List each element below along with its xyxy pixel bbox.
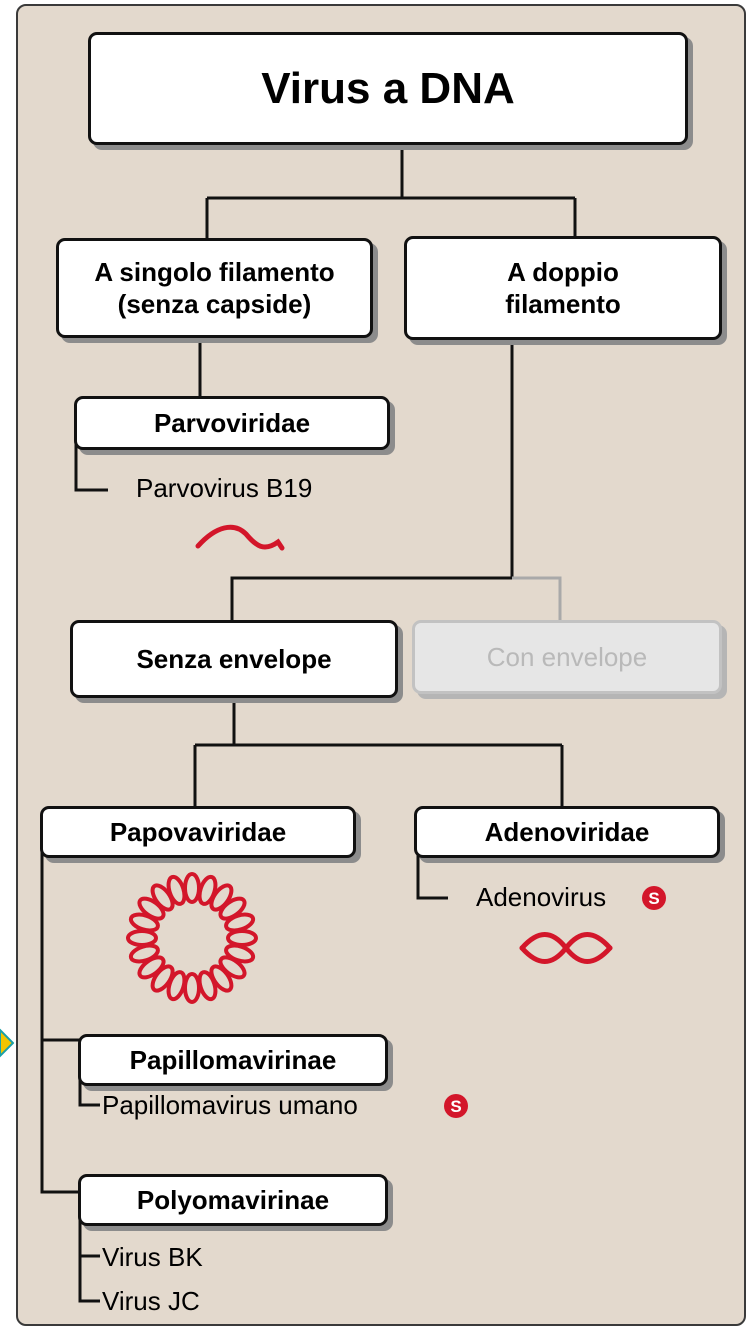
dna-coil-loop xyxy=(226,929,258,947)
dna-coil-loop xyxy=(197,874,218,906)
double-strand-line1: A doppio xyxy=(507,257,619,287)
dna-coil-loop xyxy=(224,912,256,933)
single-strand-dna-icon xyxy=(195,524,285,551)
circular-dna-icon xyxy=(126,872,258,1004)
papillomavirinae-box: Papillomavirinae xyxy=(78,1034,388,1086)
dna-coil-loop xyxy=(126,929,158,947)
dna-coil-loop xyxy=(128,912,160,933)
papillomavirinae-label: Papillomavirinae xyxy=(129,1044,337,1075)
adenovirus-label: Adenovirus xyxy=(476,882,607,912)
double-strand-box: A doppio filamento xyxy=(404,236,722,340)
parvoviridae-label: Parvoviridae xyxy=(153,407,311,438)
parvoviridae-box: Parvoviridae xyxy=(74,396,390,450)
dna-coil-loop xyxy=(183,972,201,1004)
papillomavirus-umano-label: Papillomavirus umano xyxy=(102,1090,358,1120)
dna-coil-loop xyxy=(183,872,201,904)
polyomavirinae-box: Polyomavirinae xyxy=(78,1174,388,1226)
adenovirus-s-badge: S xyxy=(642,886,666,910)
double-strand-dna-icon xyxy=(519,932,613,964)
virus-jc-label: Virus JC xyxy=(102,1286,200,1316)
con-envelope-label: Con envelope xyxy=(486,641,648,672)
diagram-title: Virus a DNA xyxy=(261,63,515,113)
papovaviridae-box: Papovaviridae xyxy=(40,806,356,858)
parvovirus-b19-label: Parvovirus B19 xyxy=(136,473,313,503)
con-envelope-box: Con envelope xyxy=(412,620,722,694)
dna-coil-loop xyxy=(166,970,187,1002)
title-box: Virus a DNA xyxy=(88,32,688,145)
adenoviridae-box: Adenoviridae xyxy=(414,806,720,858)
dna-coil-loop xyxy=(224,943,256,964)
virus-bk-label: Virus BK xyxy=(102,1242,203,1272)
single-strand-line2: (senza capside) xyxy=(117,289,312,319)
single-strand-box: A singolo filamento (senza capside) xyxy=(56,238,373,338)
double-strand-line2: filamento xyxy=(505,289,621,319)
polyomavirinae-label: Polyomavirinae xyxy=(136,1184,330,1215)
papillomavirus-s-badge: S xyxy=(444,1094,468,1118)
adenoviridae-label: Adenoviridae xyxy=(484,816,650,847)
nav-arrow-icon[interactable] xyxy=(0,1028,14,1058)
senza-envelope-label: Senza envelope xyxy=(136,643,332,674)
senza-envelope-box: Senza envelope xyxy=(70,620,398,698)
single-strand-line1: A singolo filamento xyxy=(94,257,335,287)
papovaviridae-label: Papovaviridae xyxy=(109,816,287,847)
